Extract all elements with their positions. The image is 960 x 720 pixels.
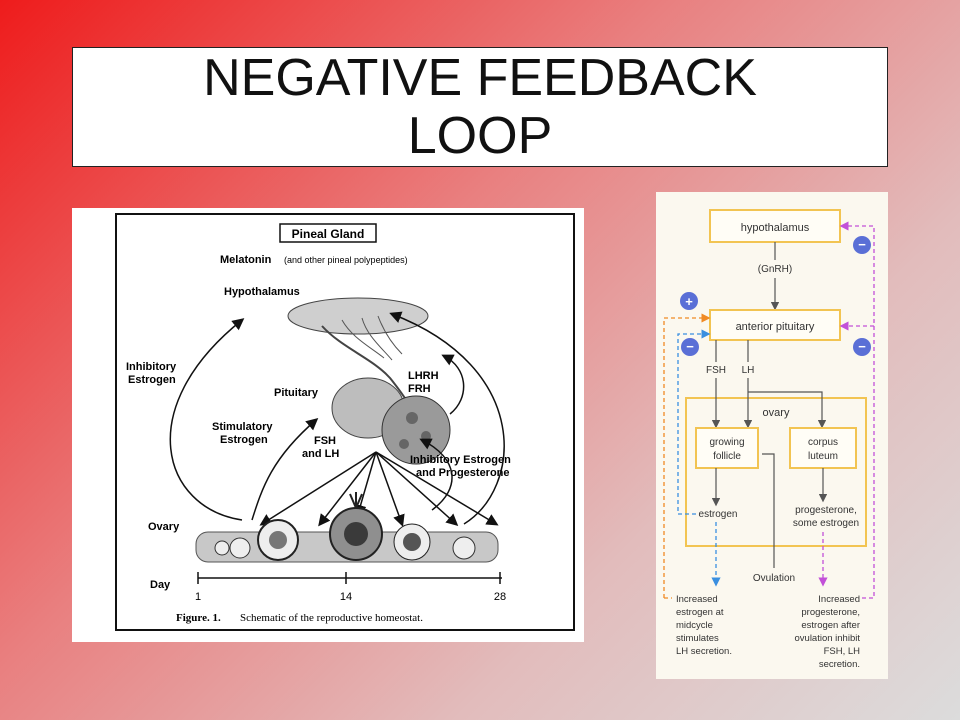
homeostat-figure: Pineal Gland Melatonin (and other pineal… (72, 208, 584, 642)
caption-bold: Figure. 1. (176, 612, 221, 624)
svg-text:secretion.: secretion. (819, 659, 860, 670)
growing-text: growing (709, 437, 744, 448)
flowchart-svg: hypothalamus (GnRH) anterior pituitary F… (663, 209, 875, 670)
lhrh-label: LHRH (408, 370, 439, 382)
homeostat-svg: Pineal Gland Melatonin (and other pineal… (115, 213, 575, 631)
svg-text:ovulation inhibit: ovulation inhibit (795, 633, 861, 644)
minus-badge-left: − (681, 338, 699, 356)
inhibitory-estrogen-label-2: Estrogen (128, 374, 176, 386)
svg-text:estrogen after: estrogen after (801, 620, 860, 631)
plus-badge: + (680, 292, 698, 310)
lh-arrow-luteum (748, 391, 827, 429)
stimulatory-estrogen-label-2: Estrogen (220, 434, 268, 446)
inhibitory-estrogen-progesterone-label-1: Inhibitory Estrogen (410, 454, 511, 466)
follicle-text: follicle (713, 451, 741, 462)
svg-text:+: + (685, 294, 693, 309)
day-label: Day (150, 579, 171, 591)
fsh-lh-arrows (259, 451, 499, 527)
fsh-label: FSH (314, 435, 336, 447)
inhibitory-estrogen-arrow (169, 318, 245, 521)
pineal-label: Pineal Gland (292, 227, 365, 241)
title-box: NEGATIVE FEEDBACK LOOP (72, 47, 888, 167)
svg-text:Increased: Increased (818, 594, 860, 605)
melatonin-note: (and other pineal polypeptides) (284, 255, 408, 265)
svg-text:FSH, LH: FSH, LH (824, 646, 861, 657)
svg-text:estrogen at: estrogen at (676, 607, 724, 618)
hypothalamus-box (709, 209, 841, 243)
corpus-luteum-box (789, 427, 857, 469)
ovary-text: ovary (763, 407, 790, 419)
svg-text:stimulates: stimulates (676, 633, 719, 644)
svg-text:midcycle: midcycle (676, 620, 713, 631)
hypothalamus-label: Hypothalamus (224, 286, 300, 298)
anterior-pituitary-text: anterior pituitary (736, 321, 815, 333)
progesterone-text-1: progesterone, (795, 505, 857, 516)
inhibitory-estrogen-progesterone-label-2: and Progesterone (416, 467, 510, 479)
figure-frame (115, 213, 575, 631)
day-tick-28: 28 (494, 591, 506, 603)
caption-text: Schematic of the reproductive homeostat. (240, 612, 423, 624)
ovulation-text: Ovulation (753, 573, 795, 584)
inhibitory-progesterone-arrow (419, 438, 453, 511)
frh-label: FRH (408, 383, 431, 395)
positive-feedback-arrow (663, 313, 711, 598)
stimulatory-estrogen-label-1: Stimulatory (212, 421, 273, 433)
hormone-flowchart: hypothalamus (GnRH) anterior pituitary F… (656, 192, 888, 679)
luteum-text: luteum (808, 451, 838, 462)
svg-text:progesterone,: progesterone, (801, 607, 860, 618)
long-inhibitory-arrow (389, 311, 505, 525)
svg-text:−: − (858, 339, 866, 354)
ovulation-line (762, 453, 775, 568)
fsh-text: FSH (706, 365, 726, 376)
hypothalamus-inhibit-arrow (839, 221, 875, 599)
growing-follicle-box (695, 427, 759, 469)
minus-badge-right: − (853, 338, 871, 356)
minus-badge-hypothalamus: − (853, 236, 871, 254)
ovary-strip (195, 492, 499, 563)
anterior-pituitary-box (709, 309, 841, 341)
svg-text:Increased: Increased (676, 594, 718, 605)
slide-title: NEGATIVE FEEDBACK LOOP (203, 49, 757, 165)
corpus-text: corpus (808, 437, 838, 448)
estrogen-text: estrogen (699, 509, 738, 520)
lhrh-arrow (441, 354, 465, 415)
and-lh-label: and LH (302, 448, 339, 460)
svg-text:−: − (858, 237, 866, 252)
day-tick-14: 14 (340, 591, 352, 603)
inhibitory-estrogen-label-1: Inhibitory (126, 361, 177, 373)
svg-text:LH secretion.: LH secretion. (676, 646, 732, 657)
day-tick-1: 1 (195, 591, 201, 603)
ovary-label: Ovary (148, 521, 180, 533)
progesterone-text-2: some estrogen (793, 518, 859, 529)
note-right: Increased progesterone, estrogen after o… (795, 594, 861, 670)
ovary-box (685, 397, 867, 547)
pituitary-label: Pituitary (274, 387, 319, 399)
stimulatory-estrogen-arrow (251, 418, 319, 521)
pituitary-illustration (287, 297, 451, 465)
pineal-box (279, 223, 377, 243)
melatonin-label: Melatonin (220, 254, 272, 266)
estrogen-feedback-arrow (677, 329, 711, 515)
note-left: Increased estrogen at midcycle stimulate… (676, 594, 732, 657)
svg-text:−: − (686, 339, 694, 354)
gnrh-text: (GnRH) (758, 264, 792, 275)
hypothalamus-text: hypothalamus (741, 222, 810, 234)
lh-text: LH (742, 365, 755, 376)
